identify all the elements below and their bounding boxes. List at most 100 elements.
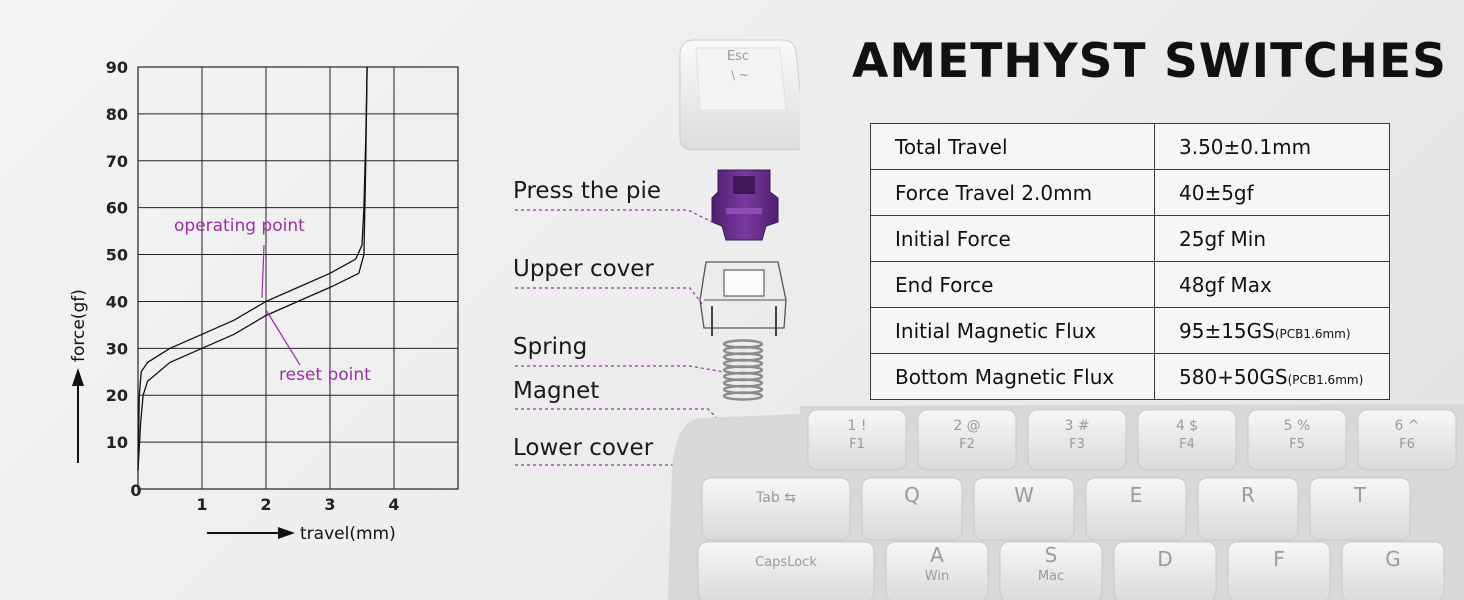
keyboard-key: G xyxy=(1341,541,1445,600)
esc-keycap: Esc \ ~ xyxy=(679,39,800,151)
key-legend-top: 5 % xyxy=(1284,418,1311,434)
chart-grid xyxy=(137,66,459,490)
clear-upper-cover xyxy=(699,261,787,336)
spec-value-text: 25gf Min xyxy=(1179,226,1267,251)
spec-value-note: (PCB1.6mm) xyxy=(1287,372,1364,387)
keycap-body xyxy=(973,477,1075,541)
spec-name: Force Travel 2.0mm xyxy=(870,169,1155,216)
keyboard-key: W xyxy=(973,477,1075,541)
keycap-body xyxy=(1197,477,1299,541)
spec-name: Total Travel xyxy=(870,123,1155,170)
y-tick-label: 10 xyxy=(106,433,128,452)
y-tick-label: 50 xyxy=(106,246,128,265)
key-legend-bottom: F2 xyxy=(959,437,975,452)
part-label-magnet: Magnet xyxy=(513,378,600,404)
y-tick-label: 40 xyxy=(106,292,128,311)
force-curve-1 xyxy=(137,66,368,471)
key-legend-top: W xyxy=(1014,483,1034,507)
x-tick-label: 2 xyxy=(260,495,271,514)
key-legend-top: 6 ^ xyxy=(1394,418,1419,434)
y-tick-label: 30 xyxy=(106,339,128,358)
key-legend-top: T xyxy=(1353,483,1367,507)
keyboard-key: 4 $F4 xyxy=(1137,409,1237,471)
keyboard-key: 1 !F1 xyxy=(807,409,907,471)
y-tick-label: 60 xyxy=(106,199,128,218)
purple-stem xyxy=(711,169,779,241)
spec-row: Initial Magnetic Flux 95±15GS(PCB1.6mm) xyxy=(870,307,1390,354)
spec-value-text: 580+50GS xyxy=(1179,364,1288,389)
keycap-body xyxy=(807,409,907,471)
keyboard-key: 3 #F3 xyxy=(1027,409,1127,471)
spec-name: Initial Magnetic Flux xyxy=(870,307,1155,354)
key-legend-top: 1 ! xyxy=(848,418,867,434)
spec-name: Bottom Magnetic Flux xyxy=(870,353,1155,400)
key-legend-top: A xyxy=(930,543,944,567)
keycap-body xyxy=(1341,541,1445,600)
key-legend-top: 4 $ xyxy=(1176,418,1198,434)
spring xyxy=(722,339,764,401)
spec-value-text: 40±5gf xyxy=(1179,180,1254,205)
spec-value: 3.50±0.1mm xyxy=(1154,123,1390,170)
spec-value: 25gf Min xyxy=(1154,215,1390,262)
part-label-upper-cover: Upper cover xyxy=(513,256,654,282)
x-tick-label: 4 xyxy=(388,495,399,514)
keycap-body xyxy=(999,541,1103,600)
spec-value: 48gf Max xyxy=(1154,261,1390,308)
force-curve-2 xyxy=(137,66,368,471)
keycap-body xyxy=(1227,541,1331,600)
key-legend-top: 2 @ xyxy=(953,418,980,434)
spring-coil xyxy=(722,391,764,401)
spec-row: End Force 48gf Max xyxy=(870,261,1390,308)
keycap-body xyxy=(885,541,989,600)
operating-point-label: operating point xyxy=(174,216,305,236)
page-title: AMETHYST SWITCHES xyxy=(852,34,1447,89)
spec-value-text: 3.50±0.1mm xyxy=(1179,134,1312,159)
y-axis-arrow-head xyxy=(72,368,84,386)
chart-curves xyxy=(137,66,368,471)
keycap-body xyxy=(1085,477,1187,541)
x-axis-label: travel(mm) xyxy=(300,524,396,544)
key-legend-top: 3 # xyxy=(1064,418,1089,434)
operating-point-leader xyxy=(261,244,265,299)
keyboard-key: E xyxy=(1085,477,1187,541)
magnet xyxy=(733,421,751,449)
keyboard-key: F xyxy=(1227,541,1331,600)
keycap-body xyxy=(1357,409,1457,471)
keyboard-key: 6 ^F6 xyxy=(1357,409,1457,471)
key-legend-top: D xyxy=(1157,547,1172,571)
keyboard-key: R xyxy=(1197,477,1299,541)
x-tick-label: 1 xyxy=(196,495,207,514)
keycap-body xyxy=(861,477,963,541)
keycap-body xyxy=(1247,409,1347,471)
keycap-body xyxy=(1309,477,1411,541)
clear-lower-cover xyxy=(707,457,787,479)
spec-value: 40±5gf xyxy=(1154,169,1390,216)
x-tick-label: 0 xyxy=(130,481,141,500)
y-axis-label: force(gf) xyxy=(69,289,89,362)
keyboard-key: T xyxy=(1309,477,1411,541)
spec-value: 95±15GS(PCB1.6mm) xyxy=(1154,307,1390,354)
esc-keycap-sublegend: \ ~ xyxy=(731,68,749,82)
spec-value: 580+50GS(PCB1.6mm) xyxy=(1154,353,1390,400)
keycap-body xyxy=(1137,409,1237,471)
spec-value-text: 48gf Max xyxy=(1179,272,1272,297)
spec-name: End Force xyxy=(870,261,1155,308)
key-legend-bottom: Mac xyxy=(1038,569,1064,584)
reset-point-leader xyxy=(265,309,301,366)
spec-row: Force Travel 2.0mm 40±5gf xyxy=(870,169,1390,216)
key-legend-top: F xyxy=(1273,547,1285,571)
spec-table: Total Travel 3.50±0.1mm Force Travel 2.0… xyxy=(870,123,1390,400)
spec-value-text: 95±15GS xyxy=(1179,318,1275,343)
keyboard-key: D xyxy=(1113,541,1217,600)
part-label-lower-cover: Lower cover xyxy=(513,435,654,461)
key-legend-top: Q xyxy=(904,483,920,507)
key-legend-top: R xyxy=(1241,483,1255,507)
spec-row: Bottom Magnetic Flux 580+50GS(PCB1.6mm) xyxy=(870,353,1390,400)
part-label-stem: Press the pie xyxy=(513,178,662,204)
keyboard-key: Q xyxy=(861,477,963,541)
y-tick-label: 20 xyxy=(106,386,128,405)
y-tick-label: 70 xyxy=(106,152,128,171)
keycap-body xyxy=(1113,541,1217,600)
